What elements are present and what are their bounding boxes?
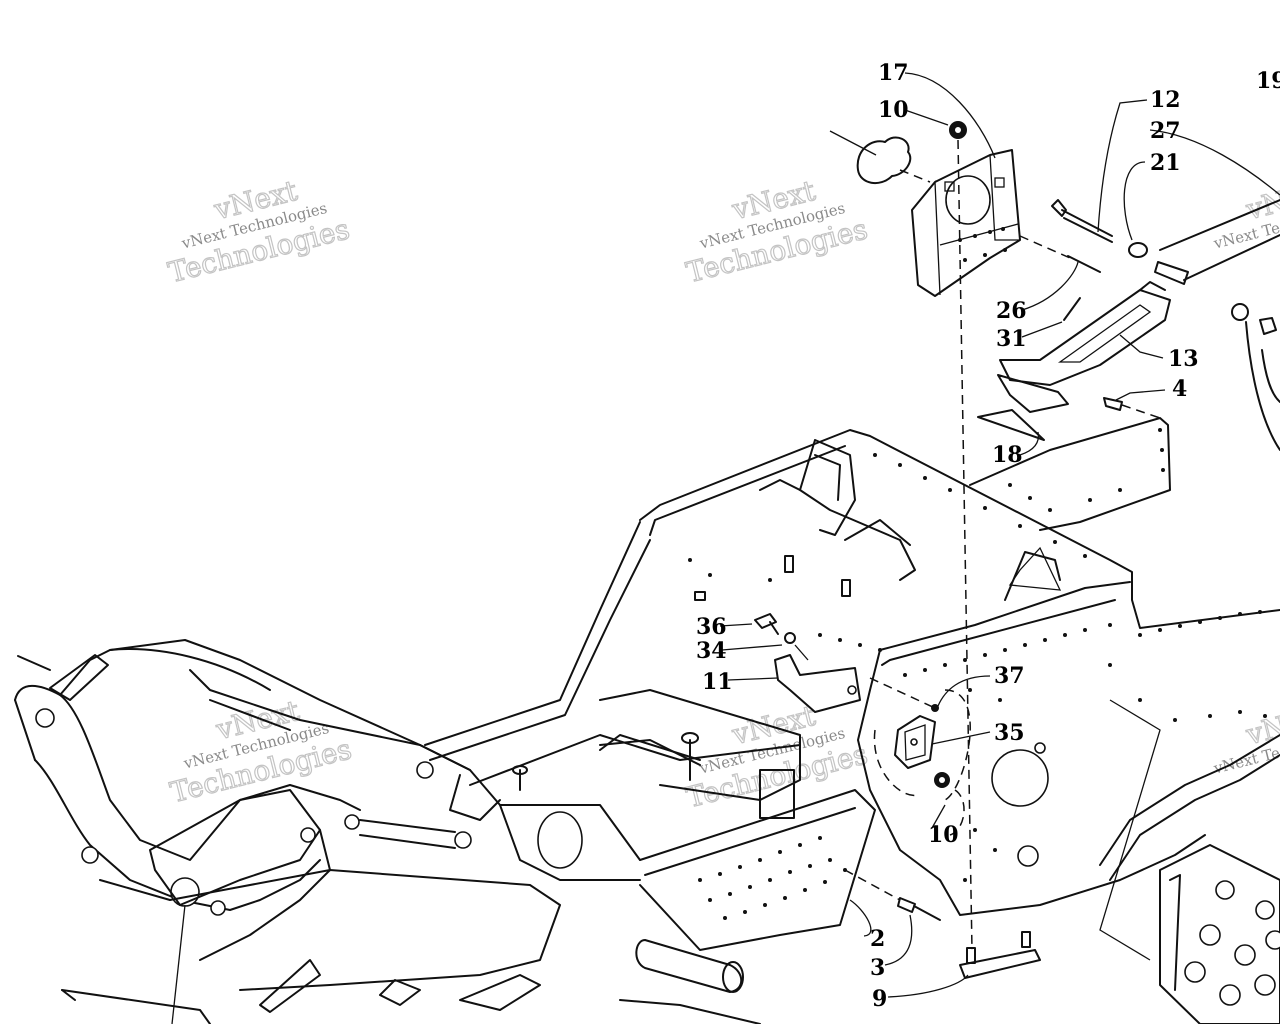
leader-lines [719, 72, 1280, 998]
chassis-frame [14, 417, 1280, 1024]
callout-12: 12 [1150, 87, 1181, 113]
steering-support-bracket [829, 121, 1101, 321]
callout-27: 27 [1150, 118, 1181, 144]
callout-10-top: 10 [878, 97, 909, 123]
mid-bracket-assembly [754, 613, 1280, 1024]
centerline [957, 139, 973, 951]
callout-34: 34 [696, 638, 727, 664]
callout-13: 13 [1168, 346, 1199, 372]
steering-link-assembly [977, 199, 1280, 451]
callout-4: 4 [1172, 376, 1187, 402]
callout-21: 21 [1150, 150, 1181, 176]
callout-18: 18 [992, 442, 1023, 468]
callout-36: 36 [696, 614, 727, 640]
watermark-6: vNext vNext Technologies [1211, 698, 1280, 778]
callout-2: 2 [870, 926, 885, 952]
callout-10-bottom: 10 [928, 822, 959, 848]
callout-19: 19 [1256, 68, 1280, 94]
callout-26: 26 [996, 298, 1027, 324]
callout-37: 37 [994, 663, 1025, 689]
callout-3: 3 [870, 955, 885, 981]
callout-35: 35 [994, 720, 1025, 746]
watermark-2: vNext vNext Technologies Technologies [682, 173, 871, 290]
callout-17: 17 [878, 60, 909, 86]
watermark-1: vNext vNext Technologies Technologies [164, 173, 353, 290]
callout-31: 31 [996, 326, 1027, 352]
callout-labels: 17 10 19 12 27 21 26 31 13 4 18 36 34 11… [696, 60, 1280, 1012]
callout-9: 9 [872, 986, 887, 1012]
callout-11: 11 [702, 669, 733, 695]
